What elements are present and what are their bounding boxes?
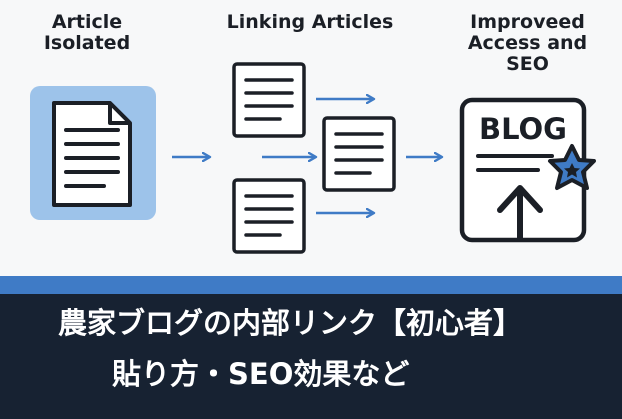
arrow-up-icon bbox=[497, 185, 543, 241]
isolated-article-panel bbox=[30, 86, 156, 220]
column-title-line: SEO bbox=[506, 53, 549, 75]
document-icon bbox=[232, 62, 306, 138]
column-title-line: Isolated bbox=[43, 32, 131, 54]
illustration: BLOG bbox=[30, 62, 596, 254]
accent-stripe bbox=[0, 276, 622, 294]
column-title-line: Improveed bbox=[470, 11, 585, 33]
blog-icon: BLOG bbox=[459, 97, 596, 243]
column-title-improved: Improveed Access and SEO bbox=[440, 12, 615, 75]
column-title-linking: Linking Articles bbox=[200, 12, 420, 33]
document-icon bbox=[322, 116, 396, 192]
banner-title-line-2: 貼り方・SEO効果など bbox=[112, 357, 410, 391]
title-banner bbox=[0, 294, 622, 419]
document-icon bbox=[52, 101, 132, 207]
column-title-line: Linking Articles bbox=[226, 11, 394, 33]
document-icon bbox=[232, 178, 306, 254]
column-title-line: Article bbox=[51, 11, 123, 33]
banner-title-line-1: 農家ブログの内部リンク【初心者】 bbox=[58, 306, 523, 340]
star-badge-icon bbox=[548, 144, 596, 190]
column-title-line: Access and bbox=[467, 32, 588, 54]
blog-icon-label: BLOG bbox=[479, 112, 567, 146]
column-title-isolated: Article Isolated bbox=[22, 12, 152, 54]
